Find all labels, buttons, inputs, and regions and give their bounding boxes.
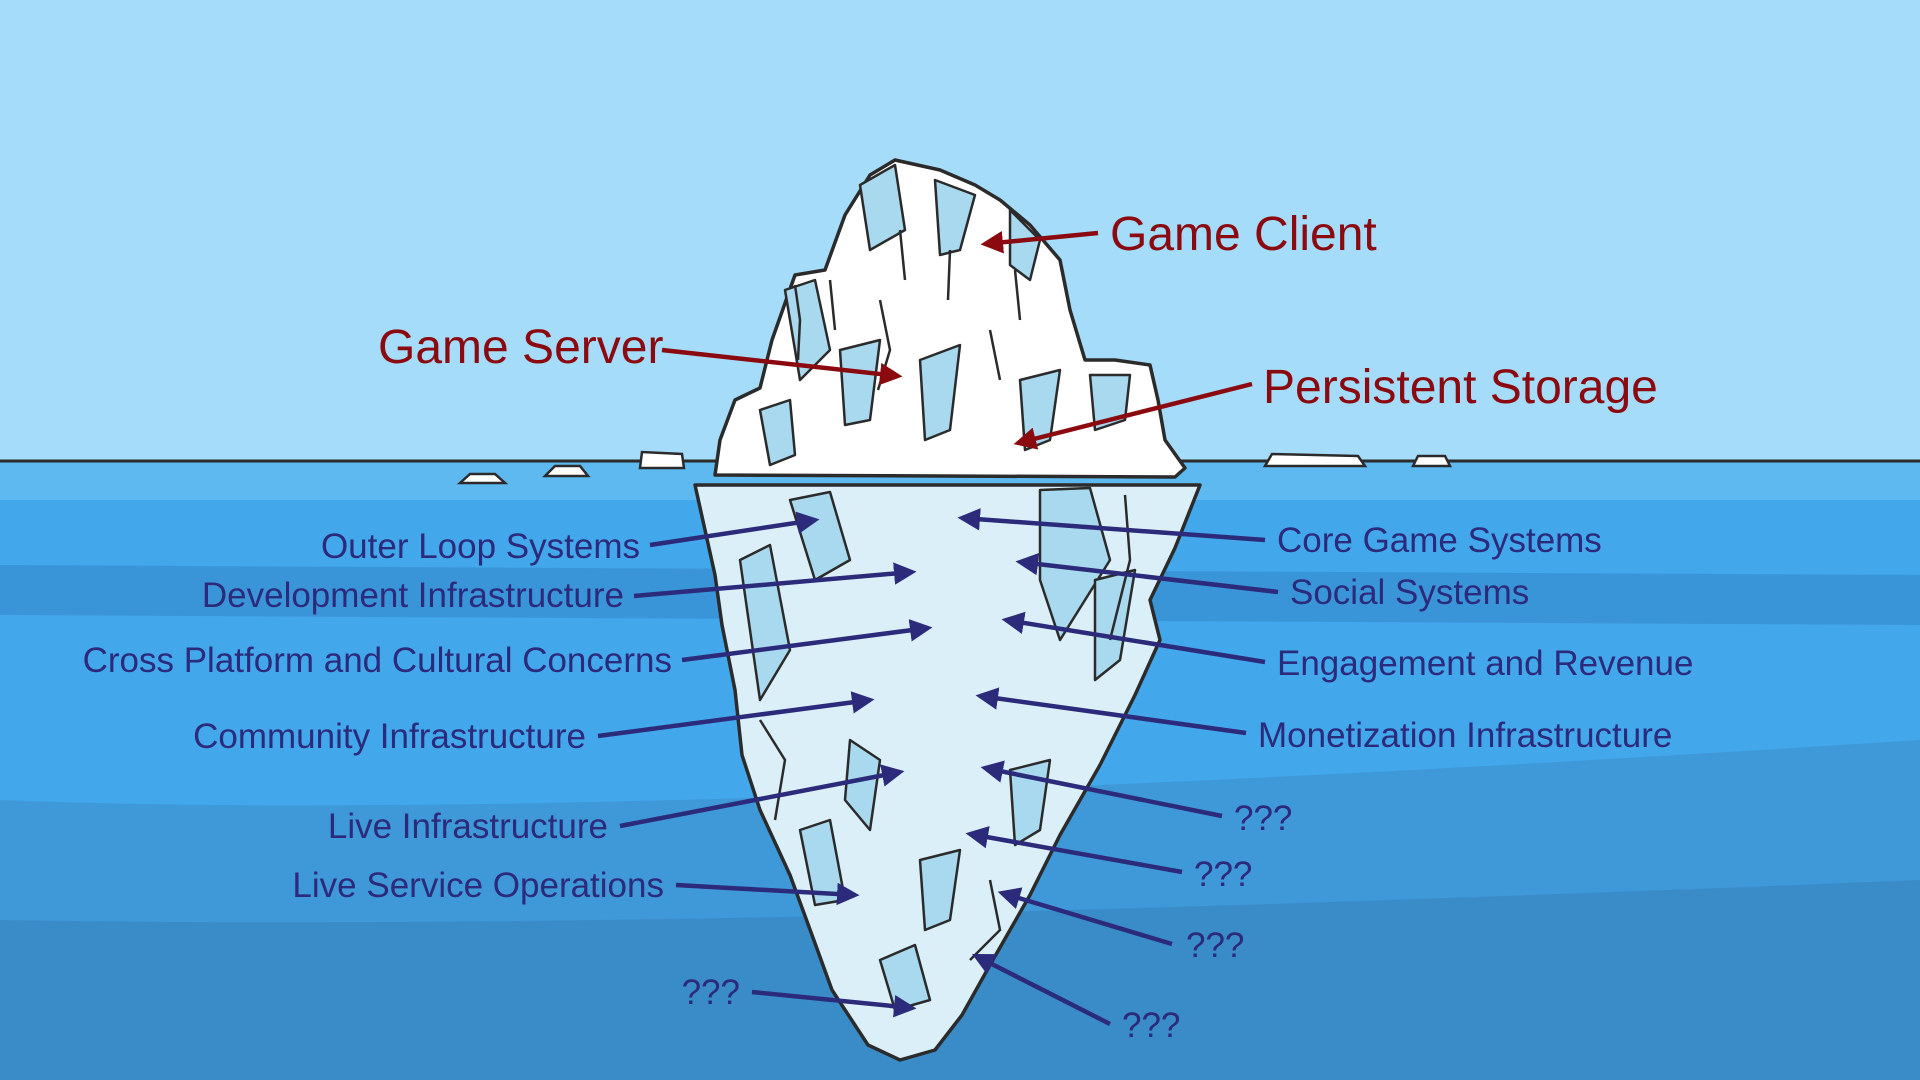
- label-unknown-1: ???: [1234, 799, 1292, 838]
- arrow-cross-platform-concerns: [681, 619, 933, 663]
- arrow-live-infrastructure: [619, 764, 905, 829]
- arrow-game-client: [980, 230, 1099, 254]
- label-unknown-2: ???: [1194, 855, 1252, 894]
- ice-chunk: [541, 464, 591, 478]
- arrow-unknown-bottom: [751, 989, 917, 1018]
- label-outer-loop-systems: Outer Loop Systems: [321, 527, 640, 566]
- label-game-server: Game Server: [378, 321, 663, 374]
- label-core-game-systems: Core Game Systems: [1277, 521, 1602, 560]
- iceberg-icicles: [793, 229, 1022, 391]
- label-development-infrastructure: Development Infrastructure: [202, 576, 624, 615]
- arrow-unknown-2: [965, 826, 1183, 875]
- arrow-engagement-revenue: [1001, 611, 1266, 665]
- arrow-unknown-1: [980, 760, 1223, 819]
- arrow-game-server: [661, 347, 903, 386]
- label-unknown-4: ???: [1122, 1006, 1180, 1045]
- label-live-infrastructure: Live Infrastructure: [328, 807, 608, 846]
- arrow-persistent-storage: [1013, 381, 1253, 450]
- label-monetization-infrastructure: Monetization Infrastructure: [1258, 716, 1672, 755]
- ice-chunk: [1410, 454, 1453, 468]
- label-unknown-3: ???: [1186, 926, 1244, 965]
- label-unknown-bottom: ???: [682, 973, 740, 1012]
- arrow-social-systems: [1015, 552, 1279, 595]
- label-cross-platform-concerns: Cross Platform and Cultural Concerns: [83, 641, 672, 680]
- arrow-monetization-infrastructure: [975, 687, 1247, 736]
- arrow-community-infrastructure: [597, 691, 875, 739]
- label-game-client: Game Client: [1110, 208, 1377, 261]
- label-community-infrastructure: Community Infrastructure: [193, 717, 586, 756]
- label-engagement-revenue: Engagement and Revenue: [1277, 644, 1693, 683]
- iceberg-tip-shading: [758, 163, 1132, 467]
- ice-chunk: [1262, 452, 1368, 468]
- label-persistent-storage: Persistent Storage: [1263, 361, 1658, 414]
- arrow-live-service-operations: [675, 882, 860, 906]
- label-social-systems: Social Systems: [1290, 573, 1529, 612]
- arrow-unknown-4: [971, 953, 1112, 1027]
- ice-chunk: [638, 450, 686, 470]
- arrow-outer-loop-systems: [649, 511, 820, 548]
- arrow-core-game-systems: [957, 508, 1266, 543]
- ice-chunk: [456, 472, 509, 485]
- underwater-cracks: [758, 494, 1132, 961]
- label-live-service-operations: Live Service Operations: [292, 866, 664, 905]
- arrow-unknown-3: [997, 887, 1173, 947]
- arrow-development-infrastructure: [633, 562, 917, 599]
